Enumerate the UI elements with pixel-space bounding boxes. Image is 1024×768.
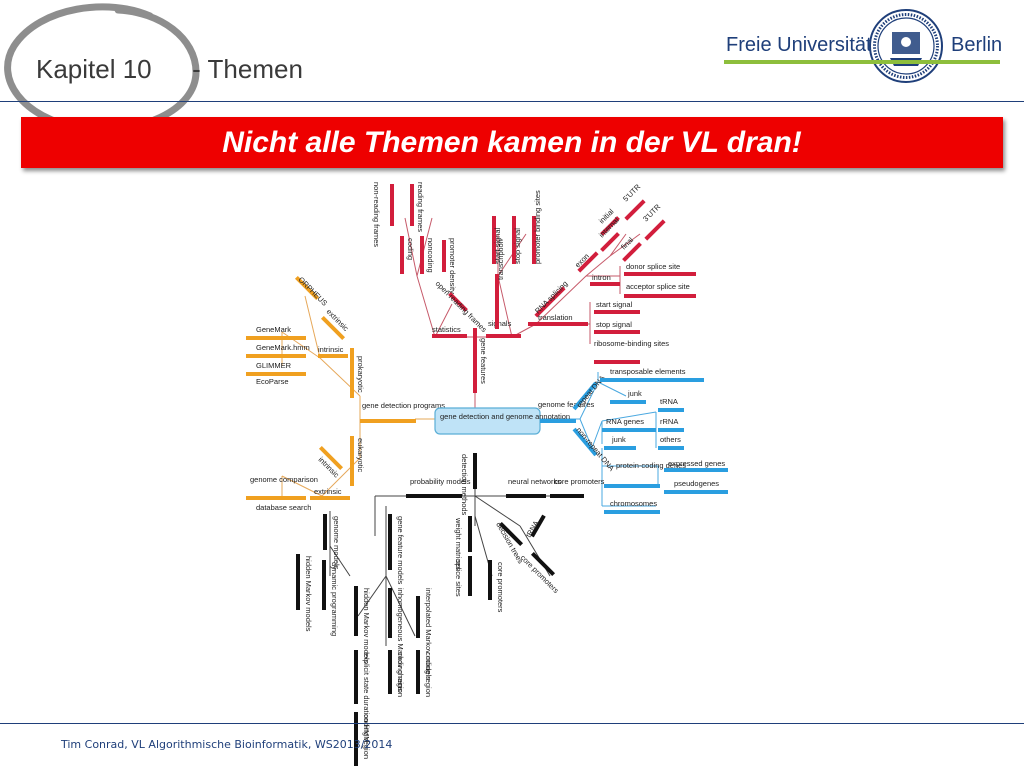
label-acceptor-splice-site: acceptor splice site	[626, 282, 690, 291]
label-intron: intron	[592, 273, 611, 282]
chapter-label: Kapitel 10	[36, 54, 152, 84]
label-extrinsic-bottom: extrinsic	[314, 487, 342, 496]
label-3utr: 3'UTR	[641, 202, 663, 224]
label-detection-methods: detection methods	[460, 454, 469, 516]
label-coding-region-1: coding region	[396, 652, 405, 697]
logo-green-line	[724, 60, 1000, 64]
label-start-signal: start signal	[493, 227, 502, 264]
label-gene-detection-programs: gene detection programs	[362, 401, 445, 410]
label-coding: coding	[406, 238, 415, 260]
label-explicit-state-duration-hmm: explicit state duration HMM	[362, 652, 371, 742]
label-rna-genes: RNA genes	[606, 417, 644, 426]
label-protein-coding-genes: protein-coding genes	[616, 461, 686, 470]
label-tr-stop-signal: stop signal	[596, 320, 632, 329]
logo-text-left: Freie Universität	[726, 34, 872, 56]
label-inhomogeneous-markov-chains: inhomogeneous Markov chains	[396, 588, 405, 692]
chapter-topic: - Themen	[192, 54, 303, 84]
label-coding-region-3: coding region	[362, 714, 371, 759]
label-reading-frames: reading frames	[416, 182, 425, 232]
label-weight-matrices: weight matrices	[454, 517, 463, 570]
label-ribosome-binding-sites: ribosome-binding sites	[594, 339, 669, 348]
label-others: others	[660, 435, 681, 444]
label-noncoding: noncoding	[426, 238, 435, 273]
university-seal-icon	[869, 9, 943, 83]
label-extrinsic-top: extrinsic	[325, 307, 351, 333]
label-eukaryotic: eukaryotic	[356, 438, 365, 472]
label-junk-2: junk	[611, 435, 626, 444]
label-probability-models: probability models	[410, 477, 471, 486]
label-coding-region-2: coding region	[424, 652, 433, 697]
label-genemark: GeneMark	[256, 325, 291, 334]
header-divider	[0, 101, 1024, 102]
label-tr-start-signal: start signal	[596, 300, 633, 309]
footer-text: Tim Conrad, VL Algorithmische Bioinforma…	[61, 738, 393, 751]
label-orpheus: ORPHEUS	[297, 275, 330, 308]
label-database-search: database search	[256, 503, 311, 512]
label-gene-feature-models: gene feature models	[396, 516, 405, 585]
label-donor-splice-site: donor splice site	[626, 262, 680, 271]
label-expressed-genes: expressed genes	[668, 459, 725, 468]
label-stop-signal: stop signal	[513, 228, 522, 264]
logo-text-right: Berlin	[951, 34, 1003, 56]
label-gene-features: gene features	[479, 338, 488, 384]
label-genemark-hmm: GeneMark.hmm	[256, 343, 310, 352]
label-promoter-density: promoter density	[448, 238, 457, 294]
label-transposable-elements: transposable elements	[610, 367, 686, 376]
label-transcription: transcription	[496, 239, 505, 280]
label-trna: tRNA	[660, 397, 678, 406]
label-dynamic-programming: dynamic programming	[330, 562, 339, 636]
label-hidden-markov-models-2: hidden Markov models	[362, 588, 371, 664]
label-exon: exon	[573, 252, 591, 270]
label-glimmer: GLIMMER	[256, 361, 292, 370]
label-splice-sites: splice sites	[454, 560, 463, 597]
label-chromosomes: chromosomes	[610, 499, 657, 508]
label-signals: signals	[488, 319, 512, 328]
slide-title: Kapitel 10 - Themen	[36, 54, 303, 85]
label-promoter-binding-sites: promoter binding sites	[533, 190, 542, 264]
label-junk-1: junk	[627, 389, 642, 398]
label-neural-networks: neural networks	[508, 477, 561, 486]
label-genome-features: genome features	[538, 400, 595, 409]
label-pseudogenes: pseudogenes	[674, 479, 719, 488]
label-core-promoters-top: core promoters	[554, 477, 605, 486]
label-genome-comparison: genome comparison	[250, 475, 318, 484]
label-statistics: statistics	[432, 325, 461, 334]
label-genome-models: genome models	[332, 516, 341, 570]
label-translation: translation	[538, 313, 573, 322]
label-prokaryotic: prokaryotic	[356, 356, 365, 393]
label-rrna: rRNA	[660, 417, 678, 426]
headline-banner: Nicht alle Themen kamen in der VL dran!	[21, 117, 1003, 168]
label-5utr: 5'UTR	[621, 182, 643, 204]
label-core-promoters-bottom: core promoters	[496, 562, 505, 613]
label-ecoparse: EcoParse	[256, 377, 289, 386]
label-hidden-markov-models-1: hidden Markov models	[304, 556, 313, 632]
label-interpolated-markov-models: interpolated Markov models	[424, 588, 433, 680]
center-node-label: gene detection and genome annotation	[440, 412, 570, 421]
label-intrinsic-bottom: intrinsic	[317, 455, 342, 480]
label-intrinsic-top: intrinsic	[318, 345, 344, 354]
label-non-reading-frames: non-reading frames	[372, 182, 381, 247]
gene-annotation-mindmap: gene features statistics signals coding …	[246, 182, 728, 766]
fu-berlin-logo: Freie Universität Berlin	[724, 8, 1003, 84]
footer-divider	[0, 723, 1024, 724]
